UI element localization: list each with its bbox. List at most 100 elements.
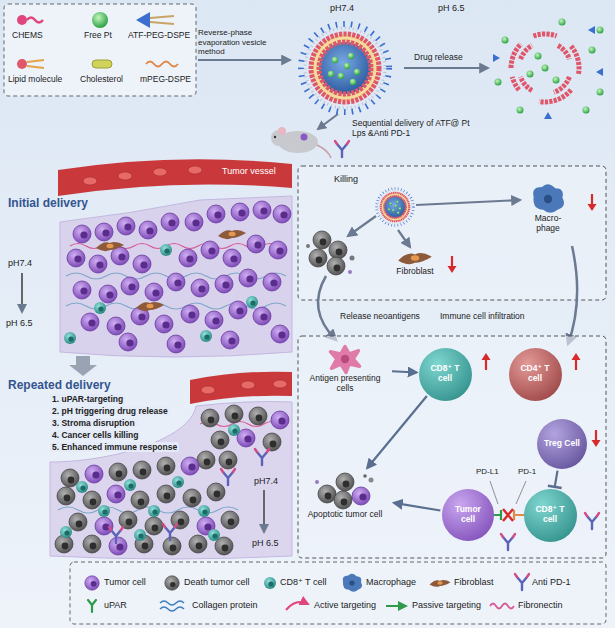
cell-legend-box: [430, 580, 451, 587]
broken-liposome: [571, 46, 579, 74]
legend-label: Free Pt: [84, 30, 112, 40]
link-arrows: [318, 276, 336, 340]
mouse-injection: [274, 136, 276, 138]
initial-tumor: [136, 302, 164, 311]
initial-tumor: [160, 244, 172, 256]
initial-tumor: [99, 285, 117, 303]
repeated-tumor: [95, 517, 113, 535]
initial-tumor: [145, 283, 163, 301]
released-platinum: [553, 77, 560, 84]
initial-tumor: [218, 230, 246, 239]
component-legend-box: [92, 12, 108, 28]
immune-panel: [298, 336, 606, 558]
receptor-label: PD-1: [518, 467, 536, 477]
released-platinum: [527, 71, 534, 78]
repeated-tumor: [189, 535, 207, 553]
flow-arrow: [367, 396, 427, 468]
repeated-tumor: [98, 505, 110, 517]
mouse-injection: [301, 134, 308, 141]
initial-tumor: [229, 301, 247, 319]
fib-icon: [398, 253, 432, 264]
initial-tumor: [83, 166, 202, 185]
step-label: Immune cell infiltration: [440, 311, 525, 321]
cell-name: CD4⁺ T cell: [515, 364, 555, 384]
atf-fragments: [493, 26, 603, 119]
immune-panel: [572, 353, 581, 370]
component-legend-box: [146, 62, 178, 67]
stroma-panel: [416, 200, 520, 205]
initial-tumor: [269, 241, 287, 259]
initial-tumor: [95, 223, 113, 241]
ph-label: pH7.4: [8, 258, 32, 269]
broken-liposome: [533, 34, 556, 36]
initial-tumor: [117, 217, 135, 235]
macrophage-node: Macro- phage: [524, 184, 572, 234]
tumor-cell-node: Tumor cell: [442, 489, 494, 541]
receptor-label: PD-L1: [476, 467, 499, 477]
component-legend-box: [27, 60, 44, 68]
ph-gradient-arrow: [263, 490, 265, 532]
stroma-panel: [306, 244, 310, 248]
initial-tumor: [247, 235, 265, 253]
initial-tumor: [153, 168, 167, 176]
flow-arrow: [394, 503, 440, 511]
broken-liposome: [521, 77, 532, 91]
repeated-tumor: [55, 535, 73, 553]
immune-panel: [298, 336, 606, 558]
initial-tumor: [223, 249, 241, 267]
t-cell-node: CD8⁺ T cell: [524, 489, 577, 542]
stroma-panel: [448, 256, 457, 273]
mechanism-item: 4. Cancer cells killing: [50, 430, 140, 440]
initial-tumor: [107, 317, 125, 335]
initial-tumor: [215, 275, 233, 293]
cell-legend-box: [386, 605, 406, 607]
vessel-label: Tumor vessel: [222, 166, 276, 177]
cell-legend-box: [88, 600, 96, 612]
initial-tumor: [221, 331, 239, 349]
released-platinum: [559, 19, 566, 26]
link-arrows: [318, 246, 577, 344]
ph-gradient-arrow: [21, 273, 23, 312]
component-legend-box: [150, 16, 174, 24]
repeated-tumor: [228, 424, 240, 436]
method-label: Reverse-phase evaporation vesicle method: [198, 28, 290, 57]
released-platinum: [597, 27, 604, 34]
cell-legend-box: [160, 601, 184, 611]
stroma-panel: [329, 241, 347, 259]
antigen-presenting-node: Antigen presenting cells: [300, 344, 390, 394]
immune-panel: [592, 430, 601, 447]
initial-tumor: [161, 213, 179, 231]
legend-label: CHEMS: [12, 30, 43, 40]
repeated-tumor: [145, 517, 163, 535]
apo-icon: [315, 473, 374, 509]
broken-liposome: [558, 46, 569, 60]
initial-tumor: [185, 213, 203, 231]
cell-label: Apoptotic tumor cell: [300, 510, 390, 520]
repeated-tumor: [207, 483, 225, 501]
apo-icon: [313, 470, 377, 510]
repeated-tumor: [131, 491, 149, 509]
repeated-tumor: [197, 451, 215, 469]
initial-tumor: [201, 241, 219, 259]
repeated-tumor: [119, 511, 137, 529]
section-heading: Initial delivery: [8, 196, 88, 210]
initial-tumor: [200, 330, 212, 342]
repeated-tumor: [133, 461, 151, 479]
ph-label: pH 6.5: [438, 3, 465, 14]
stroma-panel: [313, 231, 331, 249]
released-platinum: [597, 89, 604, 96]
released-platinum: [583, 107, 590, 114]
legend-label: mPEG-DSPE: [140, 74, 191, 84]
broken-liposome: [511, 34, 579, 102]
repeated-tumor: [163, 537, 181, 555]
initial-tumor: [22, 159, 292, 376]
cell-legend-box: [515, 574, 529, 590]
atf-fragments: [544, 112, 552, 119]
released-platinum: [495, 19, 604, 114]
repeated-tumor: [221, 511, 239, 529]
initial-tumor: [73, 225, 91, 243]
repeated-tumor: [219, 451, 237, 469]
repeated-tumor: [69, 513, 87, 531]
repeated-tumor: [181, 457, 199, 475]
repeated-tumor: [107, 485, 125, 503]
